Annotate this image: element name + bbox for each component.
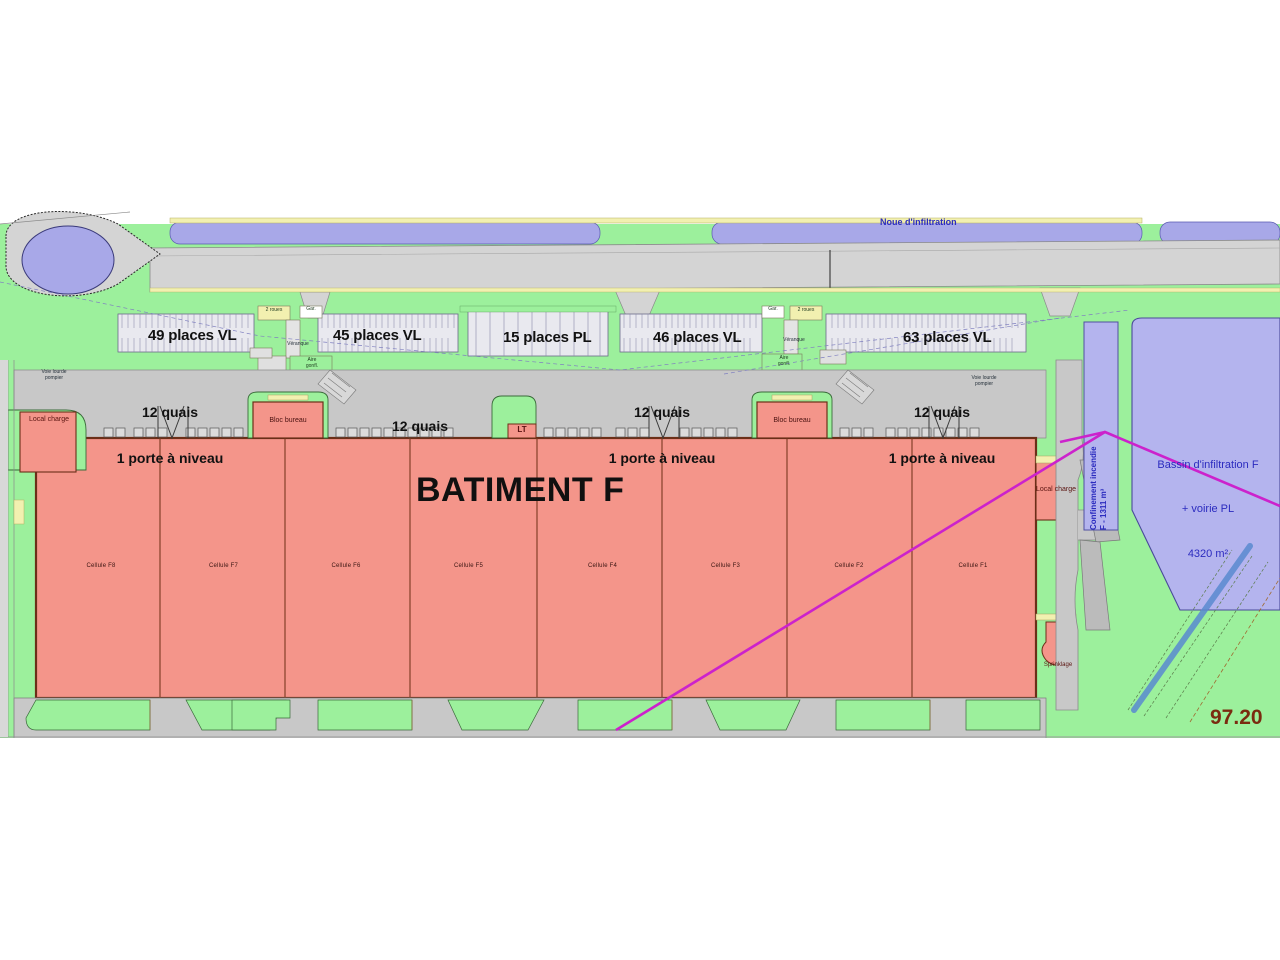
confinement-label-line1: Confinement incendie (1089, 446, 1098, 530)
parking-label-45: 45 places VL (333, 327, 422, 344)
ramp-hatch-right (835, 369, 875, 405)
annex-local-charge-left (7, 409, 87, 473)
parking-block-45 (317, 313, 459, 353)
plan-vector-layer (0, 210, 1280, 740)
building-f-footprint (34, 436, 1038, 700)
cell-label-f8: Cellule F8 (86, 563, 116, 569)
dock-label-3: 12 quais 1 porte à niveau (592, 374, 732, 497)
annex-label-bloc-bureau-2: Bloc bureau (773, 417, 811, 424)
dock-label-4-line2: 1 porte à niveau (888, 449, 996, 466)
small-label-veranque-right: Véranque (783, 337, 805, 343)
plan-drawing: Noue d'infiltration 49 places VL 45 plac… (0, 210, 1280, 740)
cell-label-f5: Cellule F5 (453, 563, 483, 569)
ramp-hatch-left (317, 369, 357, 405)
dock-label-4: 12 quais 1 porte à niveau (872, 374, 1012, 497)
annex-label-local-charge-right: Local charge (1035, 486, 1077, 493)
dock-label-1-line2: 1 porte à niveau (116, 449, 224, 466)
elevation-marker: 97.20 (1210, 706, 1263, 729)
small-label-aire-gonflage-left: Aire gonfl. (305, 357, 319, 369)
south-landscaping (13, 697, 1047, 740)
cell-label-f1: Cellule F1 (958, 563, 988, 569)
main-access-road (149, 239, 1280, 293)
cell-label-f6: Cellule F6 (331, 563, 361, 569)
dock-label-3-line1: 12 quais (633, 403, 691, 420)
parking-block-46 (619, 313, 763, 353)
cell-label-f3: Cellule F3 (710, 563, 740, 569)
dock-label-2-line1: 12 quais (391, 417, 449, 434)
dock-label-1: 12 quais 1 porte à niveau (100, 374, 240, 497)
annex-label-bloc-bureau-1: Bloc bureau (269, 417, 307, 424)
annex-lt (491, 395, 537, 439)
basin-label: Bassin d'infiltration F + voirie PL 4320… (1136, 428, 1280, 591)
annex-label-sprinklage: Sprinklage (1043, 662, 1073, 668)
noue-infiltration-band (169, 217, 1280, 245)
annex-label-local-charge-left: Local charge (28, 416, 70, 423)
dock-label-3-line2: 1 porte à niveau (608, 449, 716, 466)
basin-label-line1: Bassin d'infiltration F (1157, 458, 1259, 471)
parking-label-49: 49 places VL (148, 327, 237, 344)
annex-bloc-bureau-1 (247, 391, 329, 439)
small-label-voie-lourde-right: Voie lourde pompier (971, 375, 997, 387)
parking-block-63 (825, 313, 1027, 353)
small-label-aire-gonflage-right: Aire gonfl. (777, 355, 791, 367)
confinement-incendie-basin (1083, 321, 1119, 531)
bassin-infiltration (1131, 317, 1280, 611)
parking-block-15pl (459, 305, 617, 357)
parking-label-15pl: 15 places PL (503, 329, 592, 346)
dock-label-2: 12 quais (355, 388, 485, 465)
annex-label-lt: LT (517, 425, 527, 434)
basin-slope-hatching (1127, 549, 1269, 719)
road-entries (299, 287, 1081, 319)
roundabout (0, 211, 161, 297)
annex-bloc-bureau-2 (751, 391, 833, 439)
cell-label-f2: Cellule F2 (834, 563, 864, 569)
cell-label-f4: Cellule F4 (587, 563, 617, 569)
property-boundary-line-2 (1059, 430, 1106, 444)
basin-label-line2: + voirie PL (1181, 503, 1235, 516)
survey-dashed-lines (0, 281, 1131, 375)
small-label-gate-right: Gar. (768, 306, 778, 312)
small-label-2roues-left: 2 roues (265, 307, 283, 313)
noue-infiltration-label: Noue d'infiltration (880, 217, 957, 227)
small-label-voie-lourde-left: Voie lourde pompier (41, 369, 67, 381)
cell-label-f7: Cellule F7 (208, 563, 238, 569)
building-title: BATIMENT F (416, 471, 625, 509)
small-label-gate-left: Gar. (306, 306, 316, 312)
small-label-veranque-left: Véranque (287, 341, 309, 347)
dock-doors (103, 427, 980, 438)
parking-label-63: 63 places VL (903, 329, 992, 346)
porte-niveau-markers (157, 405, 960, 440)
confinement-label-line2: F - 1311 m³ (1098, 488, 1108, 530)
confinement-label: Confinement incendie F - 1311 m³ (1089, 330, 1109, 530)
parking-label-46: 46 places VL (653, 329, 742, 346)
small-label-2roues-right: 2 roues (797, 307, 815, 313)
dock-label-4-line1: 12 quais (913, 403, 971, 420)
basin-label-line3: 4320 m² (1187, 547, 1229, 560)
cell-dividers (159, 438, 913, 698)
dock-label-1-line1: 12 quais (141, 403, 199, 420)
